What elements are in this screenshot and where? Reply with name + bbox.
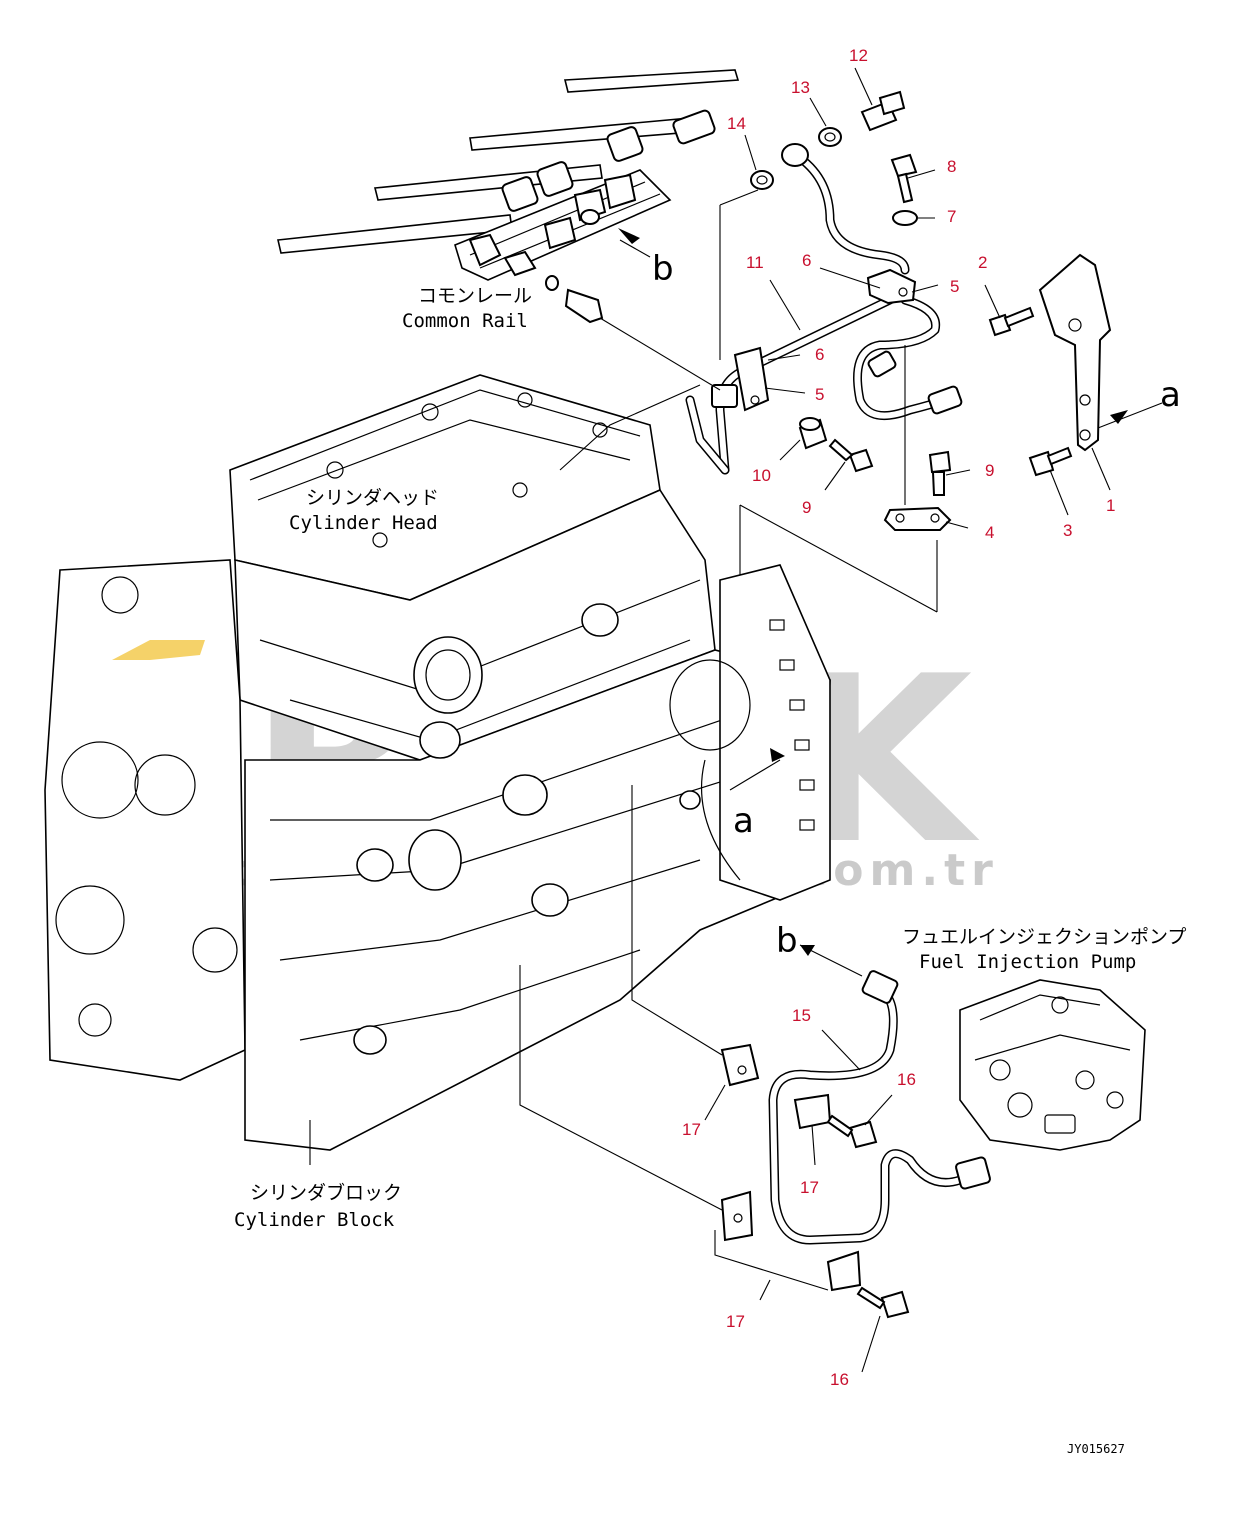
callout-14: 14 bbox=[727, 114, 746, 133]
rail-inlet-port bbox=[580, 209, 600, 225]
caption-fuel-pump-en: Fuel Injection Pump bbox=[919, 951, 1136, 973]
caption-cylinder-block-jp: シリンダブロック bbox=[250, 1181, 402, 1204]
common-rail-assembly bbox=[277, 69, 740, 324]
pipe-fitting bbox=[927, 385, 963, 415]
fuel-injection-pump-area bbox=[720, 970, 1146, 1319]
front-gear-case bbox=[44, 559, 246, 1081]
callout-17-middle: 17 bbox=[800, 1178, 819, 1197]
callout-numbers: 12 13 14 8 7 11 6 5 2 6 5 10 9 9 4 3 1 1… bbox=[682, 46, 1115, 1389]
fuel-injection-pump bbox=[959, 979, 1146, 1151]
callout-16-upper: 16 bbox=[897, 1070, 916, 1089]
rear-flange bbox=[719, 564, 831, 901]
clamp-17c bbox=[720, 1190, 754, 1242]
callout-6-lower: 6 bbox=[815, 345, 824, 364]
rail-connector-screw bbox=[564, 288, 604, 324]
ref-a-block: a bbox=[733, 801, 754, 841]
fuel-pipe-parts bbox=[685, 90, 1112, 531]
accent-mark bbox=[112, 640, 205, 660]
bolt-16b bbox=[880, 1290, 910, 1319]
document-id: JY015627 bbox=[1067, 1442, 1125, 1456]
clamp-17d bbox=[826, 1250, 862, 1292]
leader-lines bbox=[309, 67, 1163, 1373]
rail-mount-ear-2 bbox=[543, 216, 577, 250]
callout-5-lower: 5 bbox=[815, 385, 824, 404]
washer-7 bbox=[892, 210, 918, 226]
callout-12: 12 bbox=[849, 46, 868, 65]
pipe-nut-rail bbox=[861, 970, 899, 1004]
o-ring bbox=[545, 275, 559, 291]
callout-8: 8 bbox=[947, 157, 956, 176]
caption-cylinder-block-en: Cylinder Block bbox=[234, 1209, 395, 1231]
bolt-8 bbox=[890, 153, 918, 178]
washer-13 bbox=[818, 127, 842, 147]
injector-pipe-1 bbox=[563, 69, 740, 93]
clamp-17b bbox=[793, 1093, 832, 1130]
rail-fitting-1 bbox=[501, 176, 539, 212]
engine-block-drawing bbox=[44, 374, 831, 1151]
callout-6-upper: 6 bbox=[802, 251, 811, 270]
rail-mount-ear-3 bbox=[603, 173, 637, 210]
captions: コモンレール Common Rail シリンダヘッド Cylinder Head… bbox=[234, 285, 1186, 1231]
callout-4: 4 bbox=[985, 523, 994, 542]
rail-fitting-3 bbox=[606, 126, 644, 162]
pressure-sensor bbox=[672, 109, 716, 145]
callout-13: 13 bbox=[791, 78, 810, 97]
bolt-16a bbox=[848, 1120, 878, 1149]
rail-fitting-2 bbox=[536, 161, 574, 197]
callout-2: 2 bbox=[978, 253, 987, 272]
ref-b-rail: b bbox=[652, 249, 674, 289]
fuel-return-pipe bbox=[742, 292, 903, 373]
callout-15: 15 bbox=[792, 1006, 811, 1025]
clamp-upper bbox=[866, 268, 917, 305]
callout-9-left: 9 bbox=[802, 498, 811, 517]
caption-common-rail-jp: コモンレール bbox=[418, 285, 532, 307]
ref-a-bracket: a bbox=[1160, 375, 1181, 415]
callout-10: 10 bbox=[752, 466, 771, 485]
banjo-eye bbox=[781, 143, 809, 167]
callout-9-right: 9 bbox=[985, 461, 994, 480]
caption-common-rail-en: Common Rail bbox=[402, 310, 528, 332]
callout-11: 11 bbox=[746, 253, 764, 272]
callout-3: 3 bbox=[1063, 521, 1072, 540]
high-pressure-pipe bbox=[770, 987, 963, 1243]
callout-17-bottom: 17 bbox=[726, 1312, 745, 1331]
pipe-joint bbox=[711, 384, 738, 408]
clamp-lower bbox=[733, 346, 770, 412]
pipe-nut-pump bbox=[955, 1156, 991, 1190]
caption-cylinder-head-en: Cylinder Head bbox=[289, 512, 438, 534]
callout-7: 7 bbox=[947, 207, 956, 226]
callout-1: 1 bbox=[1106, 496, 1115, 515]
injector-pipe-2 bbox=[469, 117, 693, 151]
bolt-9b bbox=[928, 450, 952, 474]
ref-b-pipe: b bbox=[776, 921, 798, 961]
clamp-17a bbox=[720, 1043, 760, 1087]
washer-14 bbox=[750, 170, 774, 190]
callout-16-lower: 16 bbox=[830, 1370, 849, 1389]
callout-5-upper: 5 bbox=[950, 277, 959, 296]
callout-17-left: 17 bbox=[682, 1120, 701, 1139]
caption-cylinder-head-jp: シリンダヘッド bbox=[306, 487, 439, 509]
plate-4 bbox=[883, 506, 952, 531]
reference-letters: a a b b bbox=[652, 249, 1181, 961]
caption-fuel-pump-jp: フュエルインジェクションポンプ bbox=[902, 926, 1186, 948]
bracket-1 bbox=[1038, 253, 1112, 452]
bolt-3 bbox=[1028, 450, 1055, 477]
bolt-9a bbox=[848, 448, 874, 473]
